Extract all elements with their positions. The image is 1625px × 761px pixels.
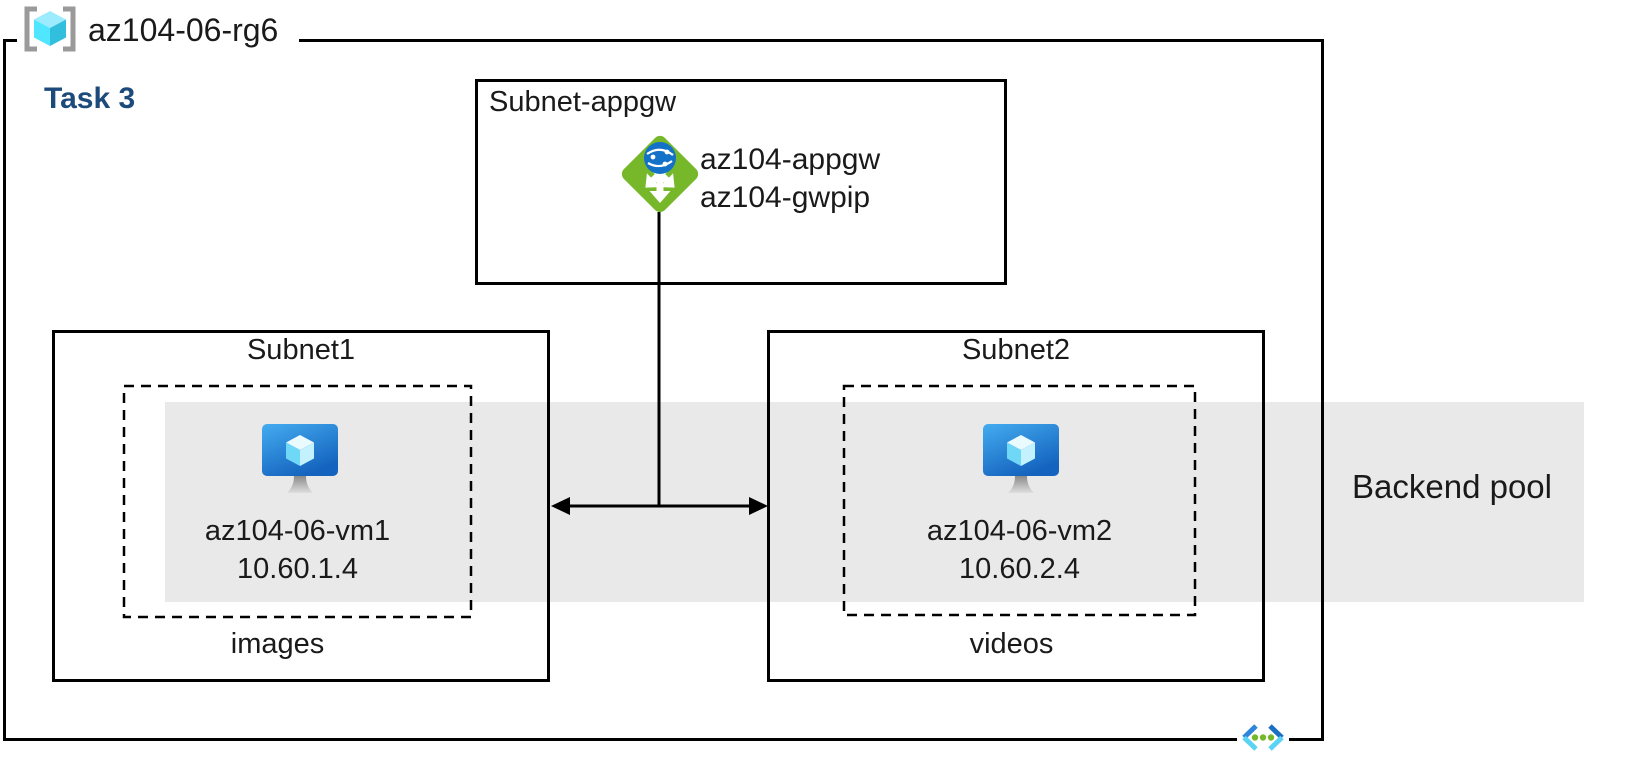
resource-group-border	[3, 39, 1324, 741]
subnet1-container-label: images	[230, 628, 325, 660]
vm1-name: az104-06-vm1	[204, 515, 391, 547]
subnet2-container-label: videos	[969, 628, 1054, 660]
appgw-public-ip: az104-gwpip	[700, 181, 871, 214]
vm2-ip: 10.60.2.4	[959, 553, 1080, 585]
backend-pool-label: Backend pool	[1352, 468, 1552, 505]
vm2-name: az104-06-vm2	[926, 515, 1113, 547]
resource-group-title: az104-06-rg6	[88, 12, 279, 48]
virtual-machine-icon	[262, 424, 338, 493]
subnet1-title: Subnet1	[246, 334, 356, 366]
appgw-name: az104-appgw	[700, 143, 881, 176]
virtual-network-icon	[1237, 724, 1289, 751]
task-label: Task 3	[44, 82, 136, 115]
vm2-text-block: az104-06-vm2 10.60.2.4	[844, 512, 1195, 588]
appgw-subnet-label: Subnet-appgw	[489, 86, 677, 118]
vm1-ip: 10.60.1.4	[237, 553, 358, 585]
virtual-machine-icon	[983, 424, 1059, 493]
subnet1-box	[52, 330, 550, 682]
rg-header-mask	[17, 31, 299, 48]
resource-group-icon	[24, 6, 76, 52]
appgw-name-block: az104-appgw az104-gwpip	[700, 141, 880, 217]
appgw-subnet-box	[475, 79, 1007, 285]
vm1-text-block: az104-06-vm1 10.60.1.4	[124, 512, 471, 588]
application-gateway-icon	[621, 135, 699, 213]
subnet2-title: Subnet2	[961, 334, 1071, 366]
subnet2-box	[767, 330, 1265, 682]
